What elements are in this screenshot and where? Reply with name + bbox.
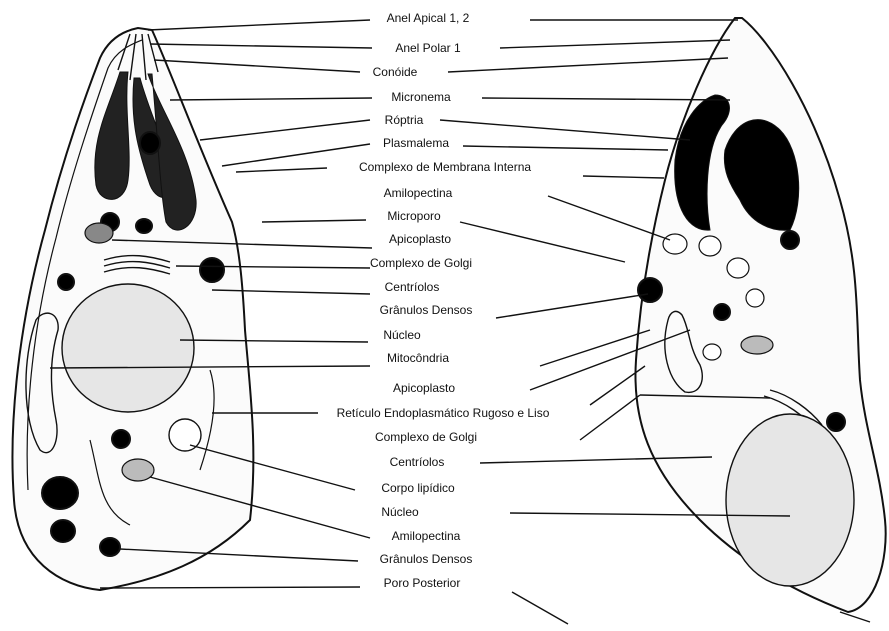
label-reticulo: Retículo Endoplasmático Rugoso e Liso bbox=[337, 406, 550, 420]
left-dense-granule-1 bbox=[140, 132, 160, 154]
label-apicoplasto-2: Apicoplasto bbox=[393, 381, 455, 395]
label-corpo-lipidico: Corpo lipídico bbox=[381, 481, 455, 495]
label-microporo: Microporo bbox=[387, 209, 441, 223]
label-nucleo-1: Núcleo bbox=[383, 328, 421, 342]
leader-nucleo-1-right bbox=[540, 330, 650, 366]
label-golgi-2: Complexo de Golgi bbox=[375, 430, 477, 444]
label-amilopectina-2: Amilopectina bbox=[392, 529, 461, 543]
label-apicoplasto-1: Apicoplasto bbox=[389, 232, 451, 246]
left-cell bbox=[12, 28, 253, 590]
label-conoide: Conóide bbox=[373, 65, 418, 79]
leader-poro-posterior-left bbox=[100, 587, 360, 588]
left-amylopectin bbox=[122, 459, 154, 481]
leader-plasmalema-left bbox=[222, 144, 370, 166]
left-dense-granule-4 bbox=[200, 258, 224, 282]
leader-amilopectina-1 bbox=[548, 196, 670, 240]
right-dense-granule-4 bbox=[827, 413, 845, 431]
label-anel-apical: Anel Apical 1, 2 bbox=[387, 11, 470, 25]
leader-micronema-left bbox=[170, 98, 372, 100]
leader-conoide-left bbox=[154, 60, 360, 72]
left-dense-granule-8 bbox=[51, 520, 75, 542]
label-centriolos-1: Centríolos bbox=[385, 280, 440, 294]
left-dense-granule-3 bbox=[136, 219, 152, 233]
left-dense-granule-7 bbox=[42, 477, 78, 509]
label-complexo-membrana: Complexo de Membrana Interna bbox=[359, 160, 531, 174]
label-poro-posterior: Poro Posterior bbox=[384, 576, 461, 590]
right-dense-granule-3 bbox=[714, 304, 730, 320]
label-mitocondria: Mitocôndria bbox=[387, 351, 449, 365]
leader-membrana-interna-right bbox=[583, 176, 664, 178]
leader-microporo-left bbox=[262, 220, 366, 222]
leader-membrana-interna-left bbox=[236, 168, 327, 172]
leader-poro-posterior-right bbox=[512, 592, 568, 624]
leader-anel-polar-right bbox=[500, 40, 730, 48]
leader-plasmalema-right bbox=[463, 146, 668, 150]
left-apicoplast bbox=[85, 223, 113, 243]
label-golgi-1: Complexo de Golgi bbox=[370, 256, 472, 270]
right-dense-granule-2 bbox=[781, 231, 799, 249]
right-amylopectin-1 bbox=[663, 234, 687, 254]
leader-roptria-left bbox=[200, 120, 370, 140]
left-dense-granule-5 bbox=[58, 274, 74, 290]
label-plasmalema: Plasmalema bbox=[383, 136, 449, 150]
label-centriolos-2: Centríolos bbox=[390, 455, 445, 469]
label-granulos-densos-1: Grânulos Densos bbox=[380, 303, 473, 317]
leader-poro-posterior-tip bbox=[840, 612, 870, 622]
right-apicoplast bbox=[741, 336, 773, 354]
leader-microporo-right bbox=[460, 222, 625, 262]
right-nucleus bbox=[726, 414, 854, 586]
label-granulos-densos-2: Grânulos Densos bbox=[380, 552, 473, 566]
left-dense-granule-9 bbox=[100, 538, 120, 556]
label-anel-polar: Anel Polar 1 bbox=[395, 41, 461, 55]
leader-conoide-right bbox=[448, 58, 728, 72]
right-amylopectin-3 bbox=[727, 258, 749, 278]
right-cell bbox=[635, 18, 885, 612]
left-nucleus bbox=[62, 284, 194, 412]
leader-golgi-2-right bbox=[580, 395, 640, 440]
right-dense-granule-1 bbox=[638, 278, 662, 302]
left-dense-granule-6 bbox=[112, 430, 130, 448]
label-nucleo-2: Núcleo bbox=[381, 505, 419, 519]
right-amylopectin-2 bbox=[699, 236, 721, 256]
leader-anel-polar-left bbox=[150, 44, 372, 48]
leader-anel-apical-left bbox=[148, 20, 370, 30]
right-amylopectin-4 bbox=[746, 289, 764, 307]
right-amylopectin-5 bbox=[703, 344, 721, 360]
label-amilopectina-1: Amilopectina bbox=[384, 186, 453, 200]
label-roptria: Róptria bbox=[385, 113, 424, 127]
leader-roptria-right bbox=[440, 120, 690, 140]
label-micronema: Micronema bbox=[391, 90, 451, 104]
leader-granulos-densos-1 bbox=[496, 294, 648, 318]
